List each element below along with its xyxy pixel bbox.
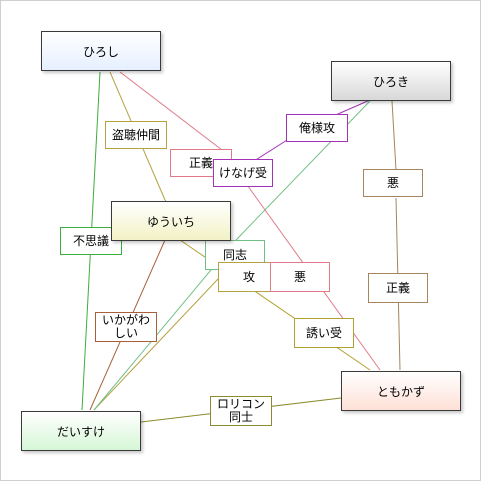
edge-label-e_yuuichi_tomokazu: 誘い受 [294, 318, 354, 348]
node-label: ともかず [376, 384, 425, 399]
edge-label-e_tomokazu_daisuke: 攻 [218, 262, 280, 292]
edge-line-e_hiroshi_tomokazu [119, 71, 223, 151]
node-label: ゆういち [146, 214, 195, 229]
edge-line-e_tomokazu_daisuke [93, 259, 237, 411]
edge-label-e_hiroshi_daisuke: 不思議 [60, 227, 122, 255]
node-tomokazu[interactable]: ともかず [341, 371, 461, 411]
edge-label-e_hiroki_yuuichi: 俺様攻 [286, 114, 348, 142]
node-yuuichi[interactable]: ゆういち [111, 201, 231, 241]
node-label: だいすけ [56, 424, 105, 439]
edge-label-e_yuuichi_daisuke: いかがわしい [95, 312, 157, 342]
node-hiroshi[interactable]: ひろし [41, 31, 161, 71]
edge-label-e_hiroki_tomokazu: 悪 [363, 169, 423, 197]
node-daisuke[interactable]: だいすけ [21, 411, 141, 451]
edge-label-e_daisuke_tomokazu: ロリコン同士 [210, 396, 272, 426]
node-label: ひろし [82, 44, 119, 59]
node-hiroki[interactable]: ひろき [331, 61, 451, 101]
edge-label-e_yuuichi_hiroki: けなげ受 [213, 159, 273, 187]
edge-label-e_hiroshi_tomokazu2: 悪 [270, 262, 330, 292]
node-label: ひろき [372, 74, 409, 89]
edge-label-e_hiroshi_yuuichi: 盗聴仲間 [105, 121, 167, 149]
edge-line-e_hiroki_tomokazu [391, 100, 397, 171]
edge-label-e_tomokazu_hiroki: 正義 [368, 273, 428, 303]
